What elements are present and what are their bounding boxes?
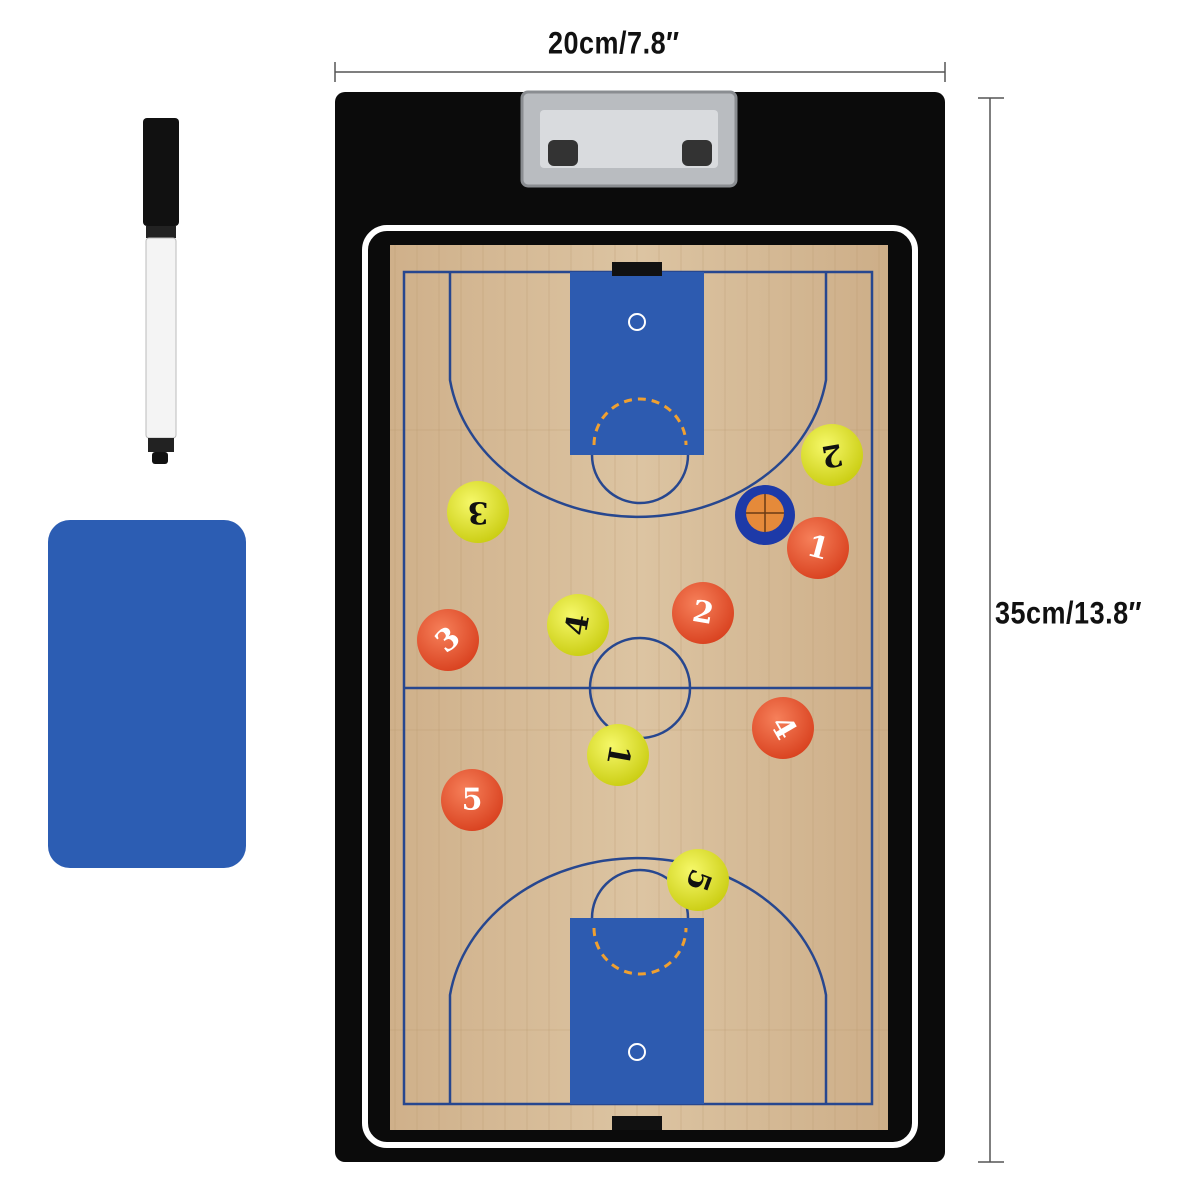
bottom-key: [570, 918, 704, 1104]
yellow-piece-1[interactable]: 1: [587, 724, 649, 786]
eraser: [48, 520, 246, 868]
height-dimension-label: 35cm/13.8″: [995, 595, 1143, 631]
red-piece-5[interactable]: 5: [441, 769, 503, 831]
red-piece-3[interactable]: 3: [417, 609, 479, 671]
basketball-magnet: [735, 485, 795, 545]
height-dimension-line: [978, 97, 1004, 1163]
dry-erase-marker: [143, 118, 179, 464]
yellow-piece-2[interactable]: 2: [801, 424, 863, 486]
red-piece-2[interactable]: 2: [672, 582, 734, 644]
red-piece-4[interactable]: 4: [752, 697, 814, 759]
svg-text:3: 3: [468, 495, 489, 530]
yellow-piece-4[interactable]: 4: [547, 594, 609, 656]
width-dimension-line: [334, 62, 946, 82]
basketball-court: [390, 245, 888, 1130]
svg-text:5: 5: [462, 783, 483, 818]
clip: [520, 90, 738, 188]
top-key: [570, 272, 704, 455]
red-piece-1[interactable]: 1: [787, 517, 849, 579]
width-dimension-label: 20cm/7.8″: [548, 25, 680, 61]
yellow-piece-3[interactable]: 3: [447, 481, 509, 543]
board-border: [362, 225, 918, 1148]
yellow-piece-5[interactable]: 5: [667, 849, 729, 911]
